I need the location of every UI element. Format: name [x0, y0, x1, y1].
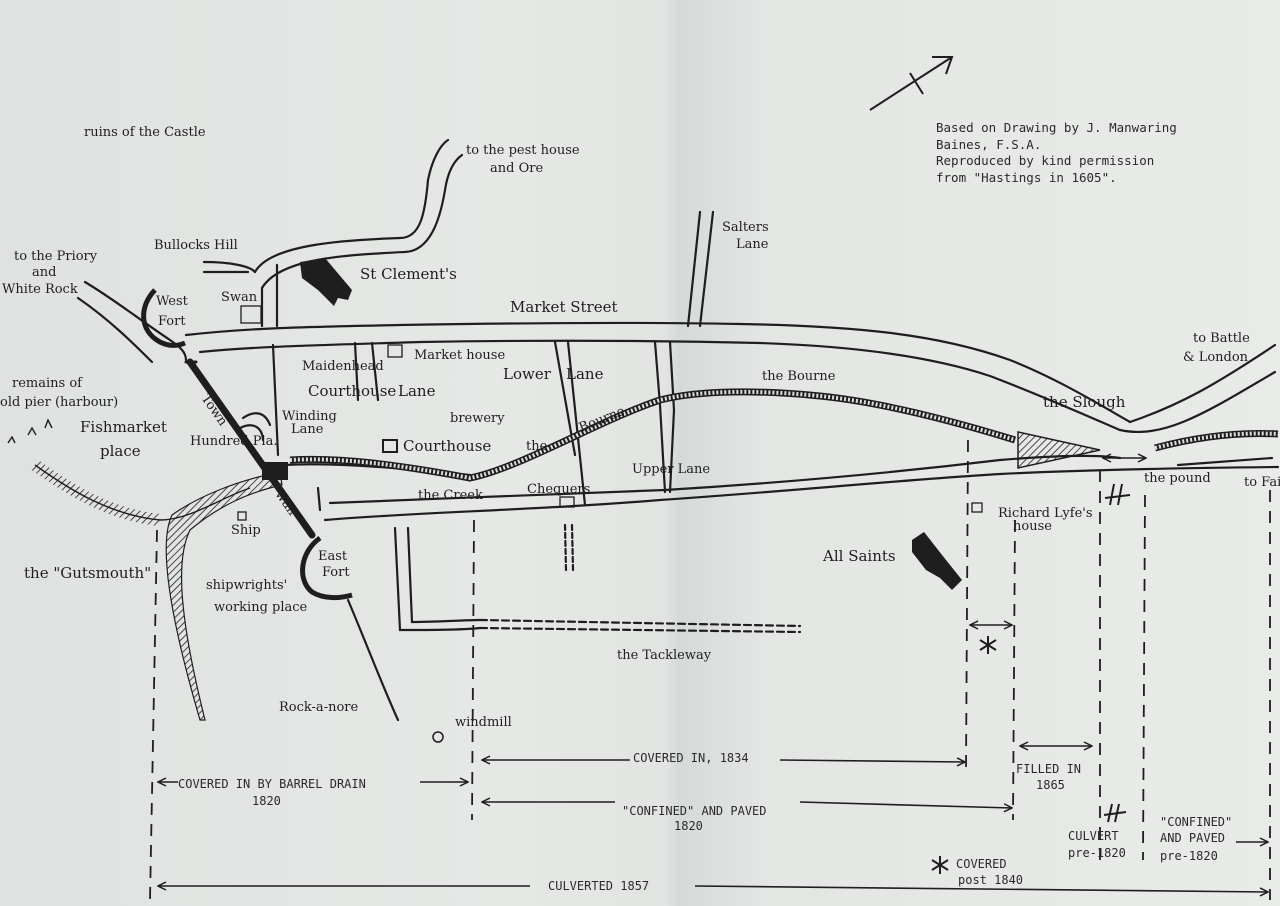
boundary-lines — [149, 439, 1271, 901]
annotation-barrel-drain: COVERED IN BY BARREL DRAIN — [178, 777, 366, 791]
label-old-pier: old pier (harbour) — [0, 395, 118, 410]
credit-line: Baines, F.S.A. — [936, 136, 1042, 152]
label-castle: ruins of the Castle — [84, 125, 206, 140]
label-pound: the pound — [1144, 471, 1211, 486]
annotation-culvert: pre-1820 — [1068, 846, 1126, 860]
label-fishmarket: Fishmarket — [80, 418, 167, 436]
label-west-fort: Fort — [158, 314, 186, 329]
label-windmill: windmill — [455, 715, 512, 730]
annotation-confined-pre: AND PAVED — [1160, 831, 1225, 845]
label-st-clements: St Clement's — [360, 265, 457, 283]
label-shipwrights: working place — [214, 600, 308, 615]
annotation-filled-in: FILLED IN — [1016, 762, 1081, 776]
windmill-icon — [432, 731, 444, 743]
label-bourne: the Bourne — [762, 369, 836, 384]
label-winding-lane: Winding — [282, 409, 337, 424]
st-clements-church-icon — [300, 258, 352, 306]
label-swan: Swan — [221, 290, 258, 305]
road-network — [76, 138, 1280, 722]
annotation-barrel-drain: 1820 — [252, 794, 281, 808]
east-fort — [300, 535, 353, 601]
label-lower-lane: Lower — [503, 365, 552, 383]
label-rock-a-nore: Rock-a-nore — [279, 700, 358, 715]
label-courthouse-lane: Courthouse — [308, 382, 396, 400]
credit-line: Based on Drawing by J. Manwaring — [936, 120, 1177, 135]
annotation-confined-pre: pre-1820 — [1160, 849, 1218, 863]
label-old-pier: remains of — [12, 376, 83, 391]
town-wall — [184, 358, 316, 539]
label-market-house: Market house — [414, 348, 505, 363]
annotation-covered-post: COVERED — [956, 857, 1007, 871]
annotation-culvert: CULVERT — [1068, 829, 1119, 843]
label-all-saints: All Saints — [822, 547, 896, 565]
label-ship: Ship — [231, 523, 261, 538]
label-market-street: Market Street — [510, 298, 618, 316]
credit-note: Based on Drawing by J. Manwaring Baines,… — [936, 120, 1177, 186]
label-east-fort: East — [318, 549, 348, 564]
label-salters-lane: Lane — [736, 237, 769, 252]
annotation-confined-paved: 1820 — [674, 819, 703, 833]
label-maidenhead: Maidenhead — [302, 359, 384, 374]
label-battle: & London — [1183, 350, 1249, 365]
label-bourne: Bourne — [577, 404, 627, 436]
credit-line: Reproduced by kind permission — [936, 153, 1155, 168]
label-tackleway: the Tackleway — [617, 648, 712, 663]
star-icon — [931, 856, 949, 874]
old-pier-marks — [7, 418, 53, 444]
label-richard-lyfe: house — [1013, 519, 1052, 534]
label-west-fort: West — [156, 294, 189, 309]
annotation-confined-pre: "CONFINED" — [1160, 815, 1232, 829]
label-lower-lane: Lane — [566, 365, 604, 383]
culvert-marks — [1103, 483, 1131, 823]
credit-line: from "Hastings in 1605". — [936, 169, 1117, 185]
annotation-filled-in: 1865 — [1036, 778, 1065, 792]
label-shipwrights: shipwrights' — [206, 578, 287, 593]
label-creek: the Creek — [418, 488, 483, 503]
label-fairlight: to Fairlight — [1244, 475, 1280, 490]
label-priory: to the Priory — [14, 249, 98, 264]
label-priory: White Rock — [2, 282, 78, 297]
annotation-covered-1834: COVERED IN, 1834 — [633, 751, 749, 765]
label-chequers: Chequers — [527, 482, 590, 497]
label-upper-lane: Upper Lane — [632, 462, 710, 477]
label-salters-lane: Salters — [722, 220, 769, 235]
label-pest-house: and Ore — [490, 161, 543, 176]
north-arrow-icon — [869, 56, 954, 111]
building-markers — [237, 305, 983, 521]
label-battle: to Battle — [1193, 331, 1250, 346]
coastline — [31, 460, 283, 721]
label-brewery: brewery — [450, 411, 505, 426]
label-slough: the Slough — [1043, 393, 1126, 411]
label-bullocks-hill: Bullocks Hill — [154, 238, 238, 253]
label-winding-lane: Lane — [291, 422, 324, 437]
label-courthouse-lane: Lane — [398, 382, 436, 400]
date-annotations: COVERED IN BY BARREL DRAIN 1820 COVERED … — [178, 751, 1232, 893]
west-fort — [141, 288, 186, 348]
label-priory: and — [32, 265, 56, 280]
extent-arrows — [158, 458, 1268, 892]
annotation-confined-paved: "CONFINED" AND PAVED — [622, 804, 767, 818]
bourne-stream — [289, 388, 1279, 482]
label-east-fort: Fort — [322, 565, 350, 580]
label-courthouse: Courthouse — [403, 437, 491, 455]
star-icon — [979, 636, 997, 654]
label-bourne: the — [526, 439, 548, 454]
label-fishmarket: place — [100, 442, 141, 460]
annotation-covered-post: post 1840 — [958, 873, 1023, 887]
all-saints-church-icon — [912, 532, 962, 590]
map-labels: ruins of the Castle to the pest house an… — [0, 125, 1280, 730]
label-hundred-place: Hundred Pla. — [190, 434, 278, 449]
annotation-culverted-1857: CULVERTED 1857 — [548, 879, 649, 893]
label-richard-lyfe: Richard Lyfe's — [998, 506, 1093, 521]
label-pest-house: to the pest house — [466, 143, 580, 158]
label-gutsmouth: the "Gutsmouth" — [24, 564, 151, 582]
